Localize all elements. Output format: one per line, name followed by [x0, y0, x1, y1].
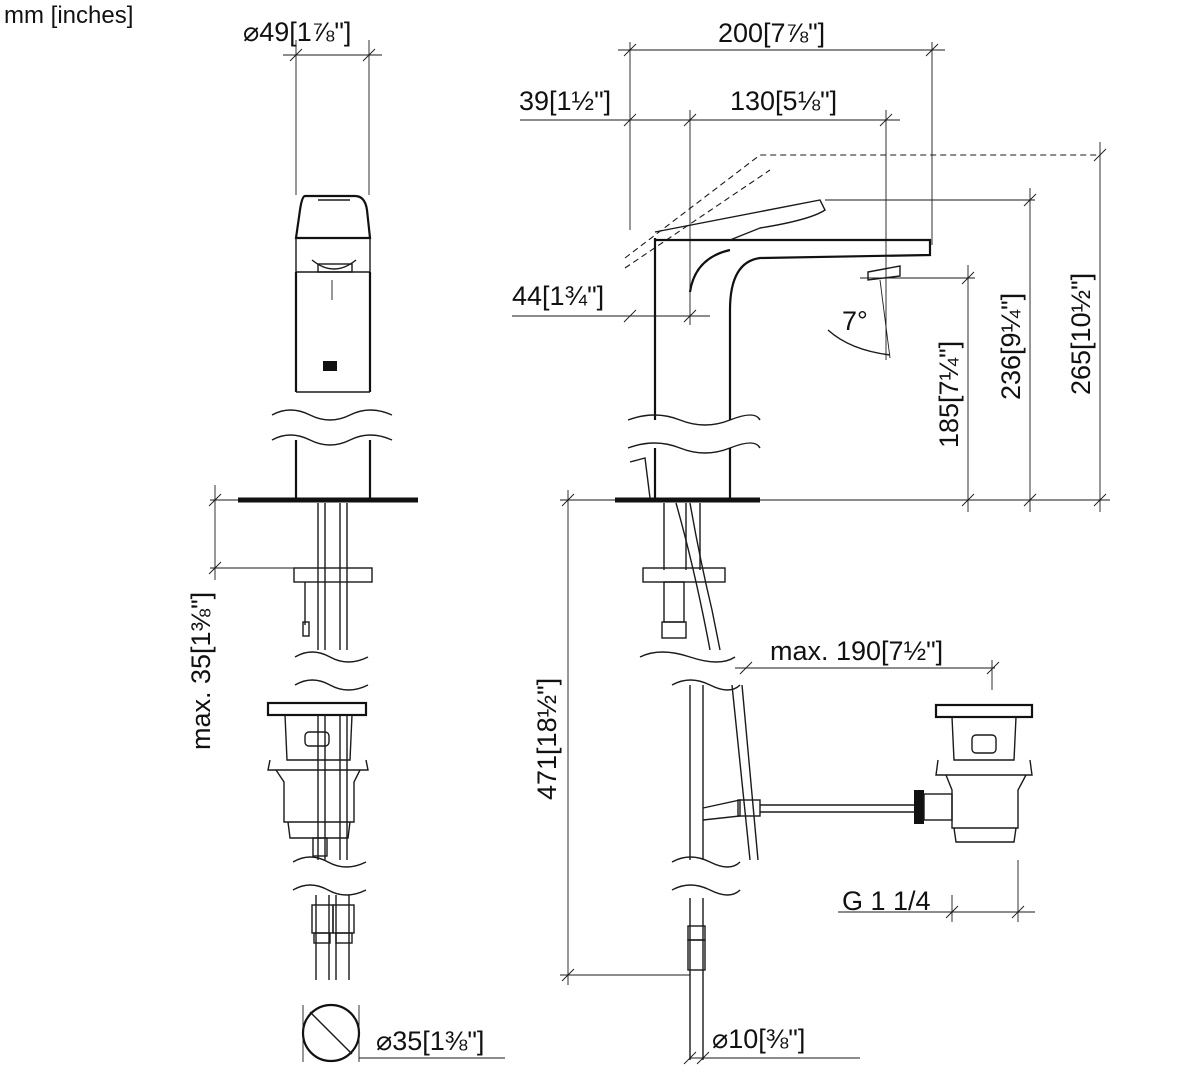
dim-top-diameter: ⌀49[1⅞"]: [243, 17, 351, 47]
dim-overall-height: 265[10½"]: [1066, 273, 1096, 395]
angle-label: 7°: [842, 306, 868, 336]
dim-hose-diameter: ⌀10[⅜"]: [712, 1024, 805, 1054]
dim-offset: 39[1½"]: [519, 86, 611, 116]
dim-body-thickness: 44[1¾"]: [512, 281, 604, 311]
dim-bottom-diameter: ⌀35[1⅜"]: [376, 1026, 484, 1056]
dim-handle-height: 236[9¼"]: [996, 293, 1026, 400]
dim-overall-width: 200[7⅞"]: [718, 18, 825, 48]
dim-rod-length: max. 190[7½"]: [770, 636, 943, 666]
dim-spout-reach: 130[5⅛"]: [730, 86, 837, 116]
units-label: mm [inches]: [4, 2, 134, 29]
dim-drain-depth: 471[18½"]: [532, 678, 562, 800]
dim-thread: G 1 1/4: [842, 886, 931, 916]
front-view: [208, 40, 505, 1063]
dim-spout-height: 185[7¼"]: [934, 341, 964, 448]
side-view: 7°: [512, 42, 1110, 1065]
dim-counter-thickness: max. 35[1⅜"]: [186, 592, 216, 750]
